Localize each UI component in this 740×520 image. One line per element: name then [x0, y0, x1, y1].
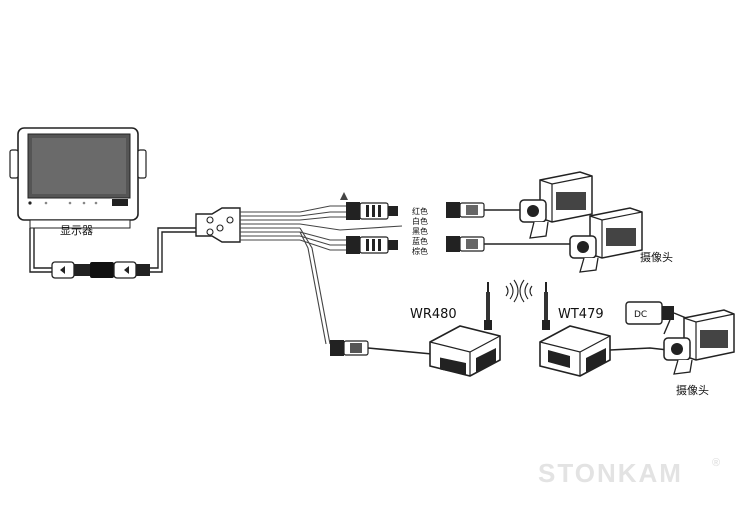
camera-bottom	[663, 309, 735, 375]
camera-bottom-label: 摄像头	[676, 383, 709, 397]
receiver-wt479	[539, 282, 611, 377]
dc-power-connector	[625, 301, 691, 325]
camera-extension-top	[446, 202, 520, 218]
transmitter-label: WR480	[410, 307, 457, 322]
connector-to-transmitter	[330, 340, 433, 356]
monitor	[9, 127, 147, 229]
wire-color-white: 白色	[412, 216, 428, 226]
camera-top-label: 摄像头	[640, 250, 673, 264]
camera-extension-bottom	[446, 236, 570, 252]
wire-color-legend: 红色 白色 黑色 蓝色 棕色	[412, 206, 428, 256]
wire-bundle	[240, 205, 403, 345]
camera-top	[519, 171, 593, 239]
wire-color-black: 黑色	[412, 226, 428, 236]
inline-connector	[51, 261, 150, 279]
monitor-label: 显示器	[60, 224, 93, 237]
camera-connector-top	[346, 202, 398, 220]
transmitter-wr480	[429, 282, 501, 377]
wire-color-blue: 蓝色	[412, 236, 428, 246]
dc-power-label: DC	[634, 310, 647, 320]
receiver-label: WT479	[558, 307, 604, 322]
wire-color-brown: 棕色	[412, 246, 428, 256]
brand-registered-mark: ®	[712, 457, 722, 469]
splitter-box	[195, 207, 241, 243]
camera-connector-bottom	[346, 236, 398, 254]
monitor-cable	[33, 228, 52, 269]
camera-middle	[569, 207, 643, 273]
wire-color-red: 红色	[412, 206, 428, 216]
wireless-signal-icon	[505, 279, 533, 303]
brand-watermark: STONKAM	[538, 458, 683, 488]
